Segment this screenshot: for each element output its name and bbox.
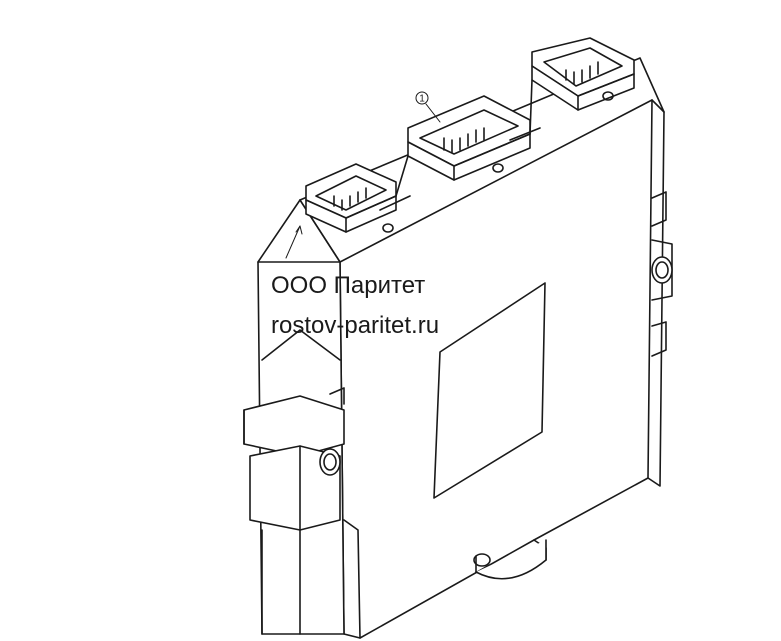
left-grommet	[319, 448, 341, 476]
connector-left	[305, 163, 397, 233]
connector-middle	[407, 95, 531, 181]
left-bracket	[243, 199, 361, 639]
callout-leader	[425, 103, 441, 123]
callout-number: 1	[419, 94, 425, 105]
label-recess	[433, 282, 546, 499]
watermark-company: ООО Паритет	[271, 272, 426, 299]
watermark-url: rostov-paritet.ru	[271, 312, 440, 339]
connector-right	[531, 37, 635, 111]
callout-1: 1	[415, 91, 429, 105]
bottom-boss	[473, 539, 547, 580]
right-grommet	[651, 256, 673, 284]
